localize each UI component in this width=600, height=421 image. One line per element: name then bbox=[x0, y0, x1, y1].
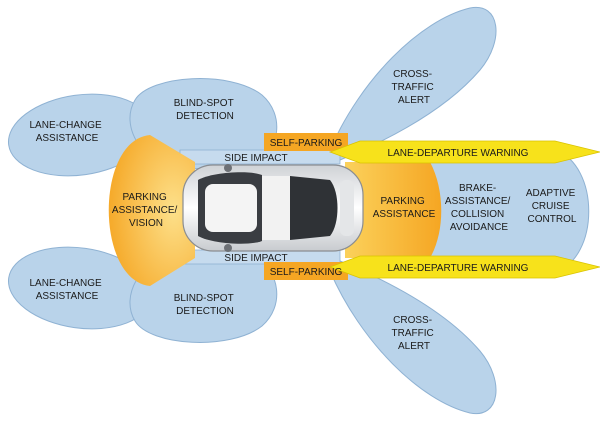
lane-departure-label-bottom: LANE-DEPARTURE WARNING bbox=[388, 263, 529, 274]
self-parking-label-bottom: SELF-PARKING bbox=[270, 267, 343, 278]
cross-traffic-zone-bottom bbox=[329, 260, 497, 415]
rear-parking-zone bbox=[108, 135, 195, 286]
lane-change-label-bottom: LANE-CHANGE ASSISTANCE bbox=[29, 278, 104, 302]
side-impact-label-bottom: SIDE IMPACT bbox=[224, 253, 287, 264]
lane-departure-label-top: LANE-DEPARTURE WARNING bbox=[388, 148, 529, 159]
parking-assistance-label: PARKING ASSISTANCE bbox=[373, 196, 436, 220]
self-parking-band-bottom bbox=[264, 262, 348, 280]
adaptive-cruise-label: ADAPTIVE CRUISE CONTROL bbox=[526, 188, 578, 225]
car-top-view bbox=[182, 164, 364, 252]
lane-change-label-top: LANE-CHANGE ASSISTANCE bbox=[29, 120, 104, 144]
blind-spot-label-top: BLIND-SPOT DETECTION bbox=[174, 98, 237, 122]
cross-traffic-label-top: CROSS- TRAFFIC ALERT bbox=[392, 69, 437, 106]
cross-traffic-zone-top bbox=[329, 6, 497, 161]
side-impact-label-top: SIDE IMPACT bbox=[224, 153, 287, 164]
lane-departure-arrow-top bbox=[328, 140, 600, 164]
cross-traffic-label-bottom: CROSS- TRAFFIC ALERT bbox=[392, 315, 437, 352]
self-parking-label-top: SELF-PARKING bbox=[270, 138, 343, 149]
lane-departure-arrow-bottom bbox=[328, 255, 600, 279]
self-parking-band-top bbox=[264, 133, 348, 151]
parking-vision-label: PARKING ASSISTANCE/ VISION bbox=[112, 192, 180, 229]
brake-assistance-label: BRAKE- ASSISTANCE/ COLLISION AVOIDANCE bbox=[445, 183, 513, 233]
blind-spot-label-bottom: BLIND-SPOT DETECTION bbox=[174, 293, 237, 317]
front-parking-zone bbox=[345, 162, 442, 258]
